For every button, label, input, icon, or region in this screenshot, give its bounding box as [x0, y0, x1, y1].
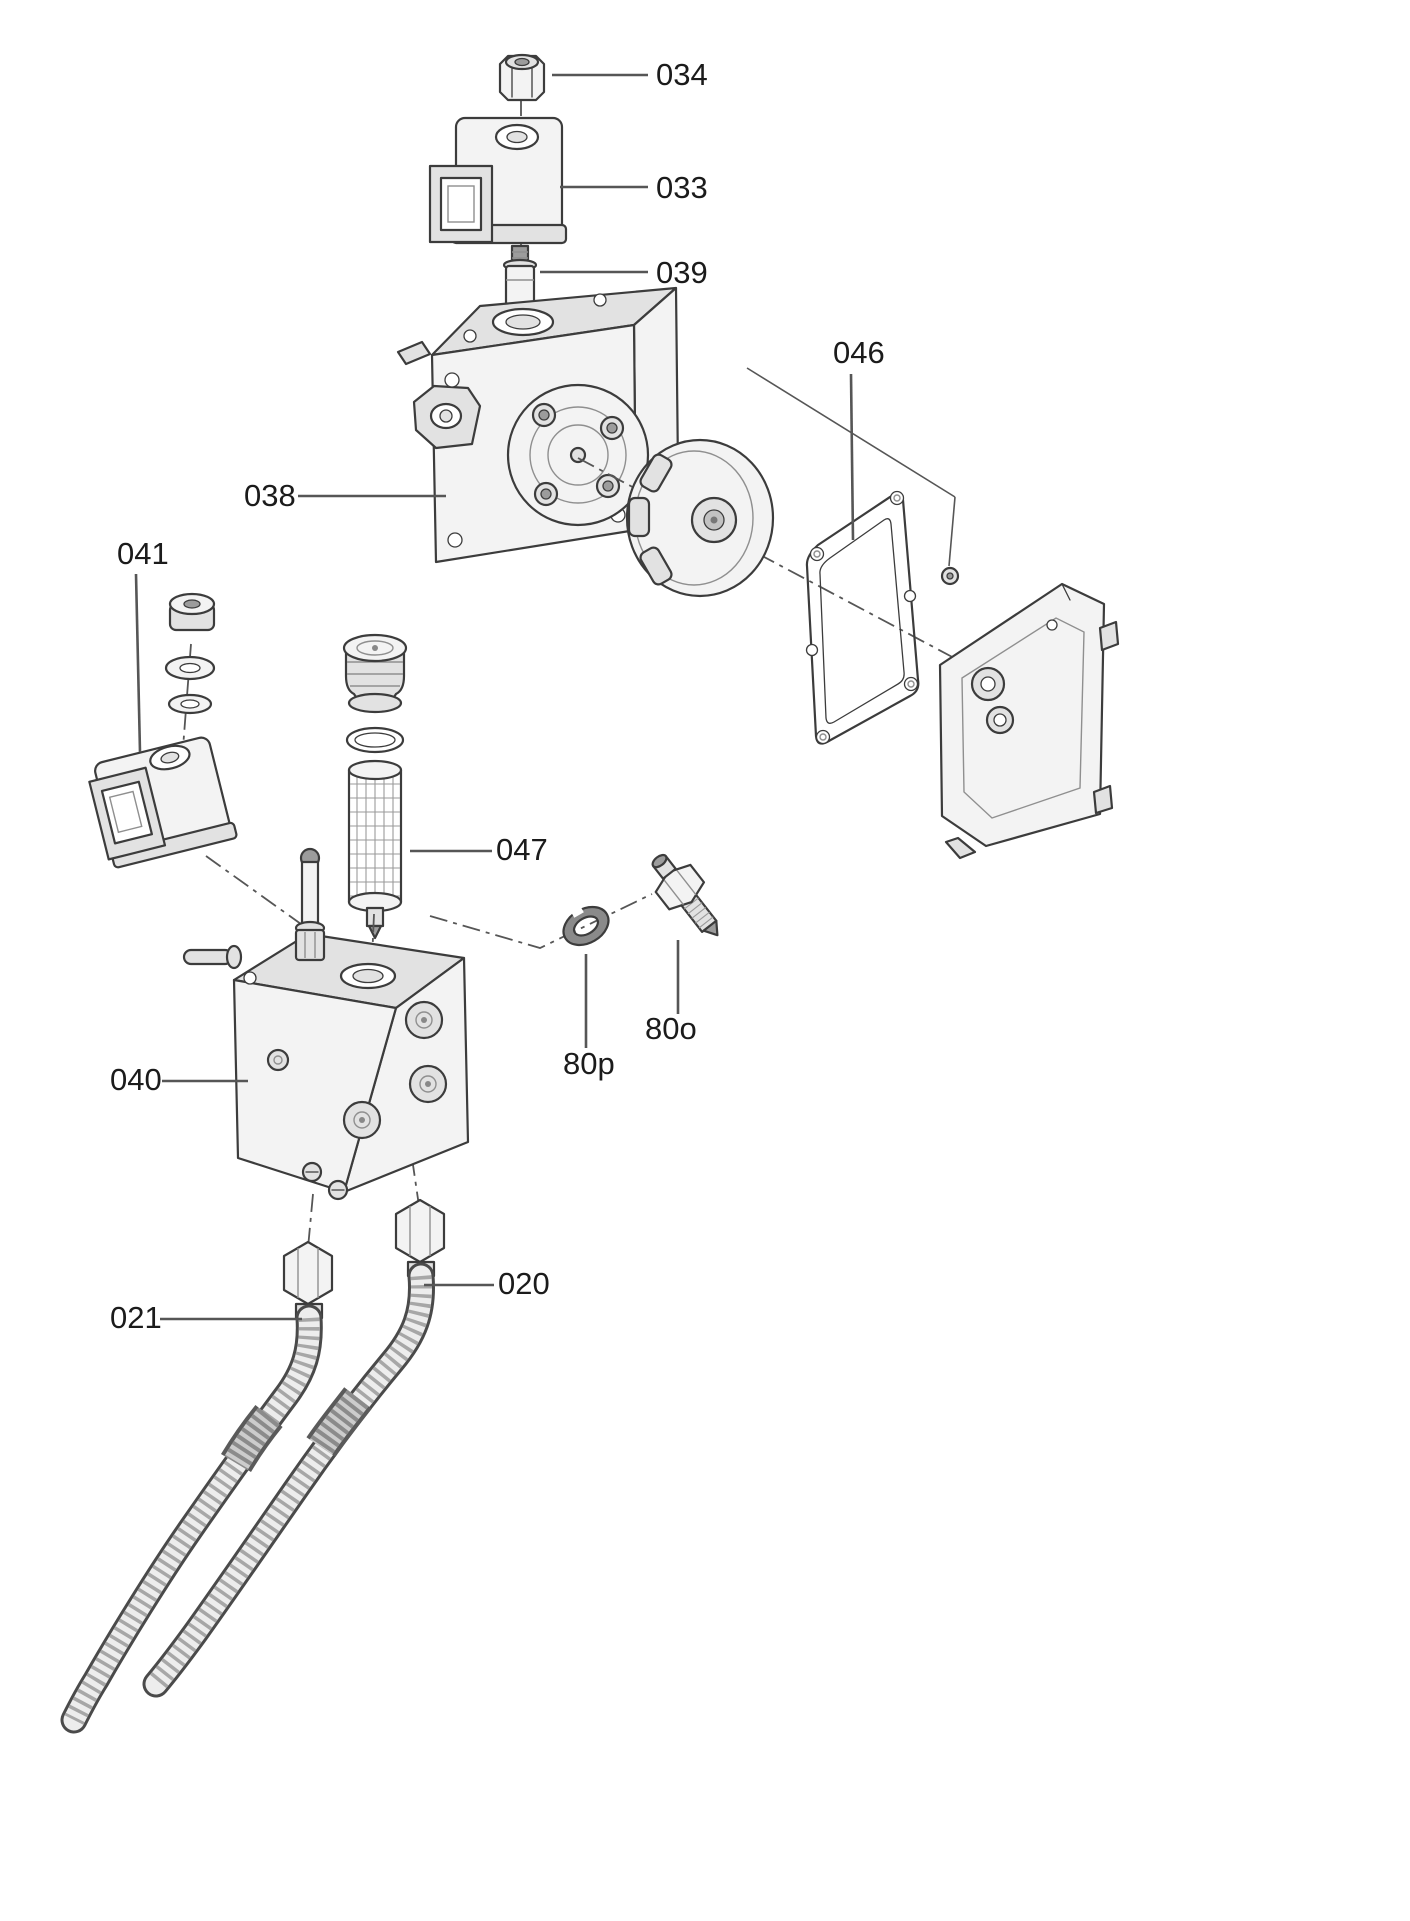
- gasket-hole: [809, 546, 825, 562]
- pump-side-pin: [396, 340, 432, 366]
- callout-label-047: 047: [496, 832, 548, 867]
- gasket-hole: [889, 490, 905, 506]
- leader-lines: [134, 73, 855, 1321]
- part-hose-020: [142, 1262, 436, 1698]
- callout-label-034: 034: [656, 57, 708, 92]
- part-coupling-drum: [625, 438, 775, 598]
- axis-pump-to-nut-020: [411, 1157, 420, 1207]
- pump-boss: [266, 1048, 290, 1072]
- leader-041: [134, 573, 142, 753]
- gasket-hole: [903, 676, 919, 692]
- filter-nipple: [365, 906, 385, 928]
- gasket-hole: [805, 643, 819, 657]
- callout-labels: 034 033 039 046 038 041 047 80o 80p 040 …: [110, 57, 885, 1335]
- callout-label-040: 040: [110, 1062, 162, 1097]
- callout-label-033: 033: [656, 170, 708, 205]
- part-regulator-cap: [342, 633, 408, 714]
- part-nut-034: [498, 53, 546, 102]
- part-gasket-046: [805, 490, 920, 745]
- callout-label-020: 020: [498, 1266, 550, 1301]
- pump-side-pin: [182, 948, 234, 966]
- callout-label-80o: 80o: [645, 1011, 697, 1046]
- part-solenoid-coil-033: [428, 116, 568, 245]
- callout-label-041: 041: [117, 536, 169, 571]
- part-solenoid-coil-041: [88, 736, 238, 869]
- stem-base: [294, 928, 326, 962]
- callout-label-80p: 80p: [563, 1046, 615, 1081]
- gasket-hole: [815, 729, 831, 745]
- callout-label-039: 039: [656, 255, 708, 290]
- callout-label-038: 038: [244, 478, 296, 513]
- callout-label-021: 021: [110, 1300, 162, 1335]
- bracket-foot: [944, 836, 977, 860]
- leader-046: [849, 373, 855, 541]
- part-mounting-bracket: [938, 582, 1120, 860]
- axis-pump-to-nut-021: [307, 1193, 314, 1249]
- part-pump-body-040: [182, 847, 470, 1201]
- part-fitting-80o: [651, 853, 719, 937]
- bracket-tab: [1098, 620, 1120, 652]
- gasket-hole: [903, 589, 917, 603]
- bracket-tab: [1092, 784, 1114, 815]
- coupling-slot: [639, 453, 673, 493]
- part-filter-insert-047: [347, 759, 403, 940]
- part-washer-80p: [562, 905, 610, 947]
- axis-to-fittings-80: [429, 893, 653, 949]
- nut-hole: [514, 57, 530, 67]
- coupling-slot: [639, 546, 673, 586]
- part-hose-021: [60, 1304, 323, 1734]
- grommet-hole: [183, 599, 201, 609]
- part-o-ring: [345, 726, 405, 754]
- part-washer-stack-041: [164, 592, 216, 715]
- washer-gap: [570, 906, 584, 918]
- part-small-screw: [940, 566, 960, 586]
- stem-shaft: [300, 860, 320, 930]
- coupling-slot: [627, 496, 651, 538]
- callout-label-046: 046: [833, 335, 885, 370]
